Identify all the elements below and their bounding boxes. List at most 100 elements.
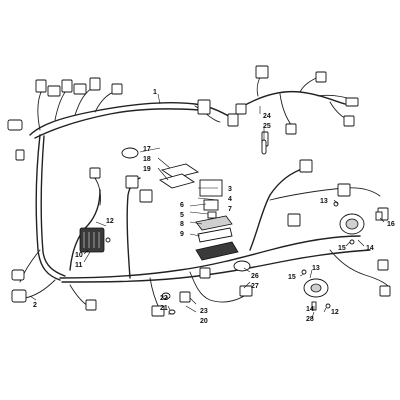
connector bbox=[199, 267, 211, 279]
upper-right-subharness bbox=[239, 73, 356, 127]
connector bbox=[343, 115, 355, 127]
connector bbox=[151, 305, 165, 317]
callout-10: 10 bbox=[75, 252, 83, 259]
callout-2: 2 bbox=[33, 302, 37, 309]
harness-top-trunk bbox=[29, 102, 233, 136]
leader-lines bbox=[29, 93, 385, 319]
lower-relay-cap bbox=[310, 283, 322, 293]
connector bbox=[315, 71, 327, 83]
connector bbox=[197, 99, 211, 115]
callout-27: 27 bbox=[251, 283, 259, 290]
box-cover-2 bbox=[158, 173, 196, 189]
callout-20: 20 bbox=[200, 318, 208, 325]
callout-16: 16 bbox=[387, 221, 395, 228]
connector bbox=[11, 269, 25, 281]
box-cover bbox=[160, 163, 200, 179]
harness-top-left-branch bbox=[37, 89, 43, 131]
callout-6: 6 bbox=[180, 202, 184, 209]
callout-7: 7 bbox=[228, 206, 232, 213]
main-harness bbox=[19, 85, 391, 311]
solenoid-bolt bbox=[375, 211, 383, 221]
harness-left-lower-branch-2 bbox=[24, 279, 56, 299]
callout-28: 28 bbox=[306, 316, 314, 323]
connector bbox=[235, 103, 247, 115]
fuse-box-base bbox=[195, 241, 239, 261]
lower-relay-screw bbox=[301, 269, 307, 275]
callout-26: 26 bbox=[251, 273, 259, 280]
callouts: 1 2 3 4 5 6 7 8 9 10 11 12 12 13 13 14 1… bbox=[33, 89, 395, 325]
callout-14a: 14 bbox=[366, 245, 374, 252]
callout-12b: 12 bbox=[331, 309, 339, 316]
callout-23: 23 bbox=[200, 308, 208, 315]
lower-relay bbox=[301, 269, 331, 311]
voltage-regulator bbox=[79, 227, 111, 253]
callout-24: 24 bbox=[263, 113, 271, 120]
callout-22: 22 bbox=[160, 295, 168, 302]
callout-5: 5 bbox=[180, 212, 184, 219]
connector bbox=[11, 289, 27, 303]
callout-19: 19 bbox=[143, 166, 151, 173]
connector bbox=[255, 65, 269, 79]
connector bbox=[15, 149, 25, 161]
callout-13b: 13 bbox=[312, 265, 320, 272]
connector bbox=[337, 183, 351, 197]
cable-tie-ring bbox=[121, 147, 139, 159]
harness-top-right-branch bbox=[194, 105, 221, 123]
connector bbox=[85, 299, 97, 311]
relay-small bbox=[203, 199, 219, 211]
callout-15b: 15 bbox=[288, 274, 296, 281]
connector bbox=[287, 213, 301, 227]
harness-regulator-branch bbox=[69, 189, 101, 271]
connector bbox=[377, 259, 389, 271]
connector bbox=[345, 97, 359, 107]
callout-15a: 15 bbox=[338, 245, 346, 252]
callout-13a: 13 bbox=[320, 198, 328, 205]
callout-9: 9 bbox=[180, 231, 184, 238]
connector bbox=[61, 79, 73, 93]
callout-11: 11 bbox=[75, 262, 83, 269]
lower-relay-nut bbox=[325, 303, 331, 309]
regulator-screw bbox=[105, 237, 111, 243]
callout-8: 8 bbox=[180, 221, 184, 228]
connector bbox=[139, 189, 153, 203]
plug-25 bbox=[261, 139, 267, 155]
callout-17: 17 bbox=[143, 146, 151, 153]
subharness-trunk bbox=[239, 90, 346, 109]
harness-left-trunk bbox=[35, 134, 61, 281]
connector bbox=[73, 83, 87, 95]
harness-left-trunk-2 bbox=[40, 135, 66, 277]
harness-bottom-drop-2 bbox=[189, 271, 251, 303]
connector bbox=[35, 79, 47, 93]
subharness-branch-5 bbox=[279, 93, 293, 127]
fuse-strip bbox=[197, 227, 233, 243]
harness-left-lower-branch-3 bbox=[69, 284, 89, 307]
connector bbox=[179, 291, 191, 303]
callout-12a: 12 bbox=[106, 218, 114, 225]
harness-center-branch bbox=[126, 177, 141, 279]
solenoid-nut bbox=[333, 201, 339, 207]
callout-21: 21 bbox=[160, 305, 168, 312]
harness-lower-right-branch bbox=[329, 249, 391, 289]
harness-bottom-trunk bbox=[59, 235, 361, 279]
solenoid-cap bbox=[345, 218, 359, 230]
harness-top-trunk-2 bbox=[34, 108, 201, 139]
connector bbox=[299, 159, 313, 173]
starter-solenoid bbox=[333, 201, 383, 245]
clamp-26 bbox=[233, 260, 251, 272]
connector bbox=[7, 119, 23, 131]
solenoid-washer bbox=[349, 239, 355, 245]
connector bbox=[125, 175, 139, 189]
callout-1: 1 bbox=[153, 89, 157, 96]
callout-25: 25 bbox=[263, 123, 271, 130]
connector bbox=[111, 83, 123, 95]
connector bbox=[89, 167, 101, 179]
clamp-21 bbox=[168, 309, 176, 315]
callout-3: 3 bbox=[228, 186, 232, 193]
connector bbox=[285, 123, 297, 135]
connector bbox=[227, 113, 239, 127]
callout-18: 18 bbox=[143, 156, 151, 163]
harness-right-branch bbox=[249, 167, 306, 251]
connector bbox=[89, 77, 101, 91]
callout-14b: 14 bbox=[306, 306, 314, 313]
